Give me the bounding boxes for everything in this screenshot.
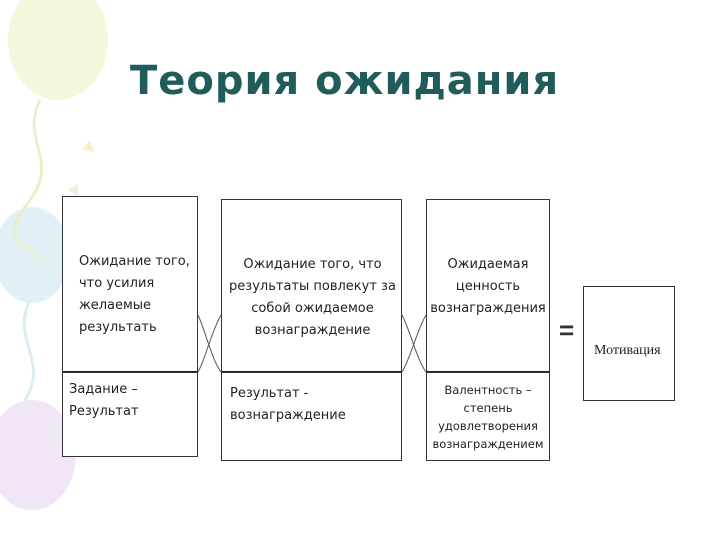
task-result-box: Задание – Результат [62,372,198,457]
valence-value-box: Ожидаемая ценность вознаграждения [426,199,550,373]
motivation-label: Мотивация [594,343,661,358]
valence-value-text: Ожидаемая ценность вознаграждения [430,257,546,316]
balloon-yellow [8,0,108,100]
expectancy-effort-box: Ожидание того, что усилия желаемые резул… [62,196,198,373]
connector-line [401,314,427,373]
valence-definition-box: Валентность – степень удовлетворения воз… [426,372,550,461]
connector-line [197,314,222,373]
expectancy-effort-text: Ожидание того, что усилия желаемые резул… [79,254,190,335]
instrumentality-text: Ожидание того, что результаты повлекут з… [229,257,396,338]
motivation-box: Мотивация [583,286,675,401]
connector-line [197,314,222,373]
equals-sign: = [559,315,575,345]
result-reward-text: Результат - вознаграждение [230,386,346,423]
confetti [82,140,94,152]
page-title: Теория ожидания [130,58,560,104]
balloon-string [22,299,36,401]
connector-line [401,314,427,373]
valence-definition-text: Валентность – степень удовлетворения воз… [432,383,544,451]
balloon-string [13,99,43,262]
result-reward-box: Результат - вознаграждение [221,372,402,461]
instrumentality-box: Ожидание того, что результаты повлекут з… [221,199,402,373]
task-result-text: Задание – Результат [69,382,139,419]
confetti [68,184,78,196]
balloon-blue [0,207,70,303]
